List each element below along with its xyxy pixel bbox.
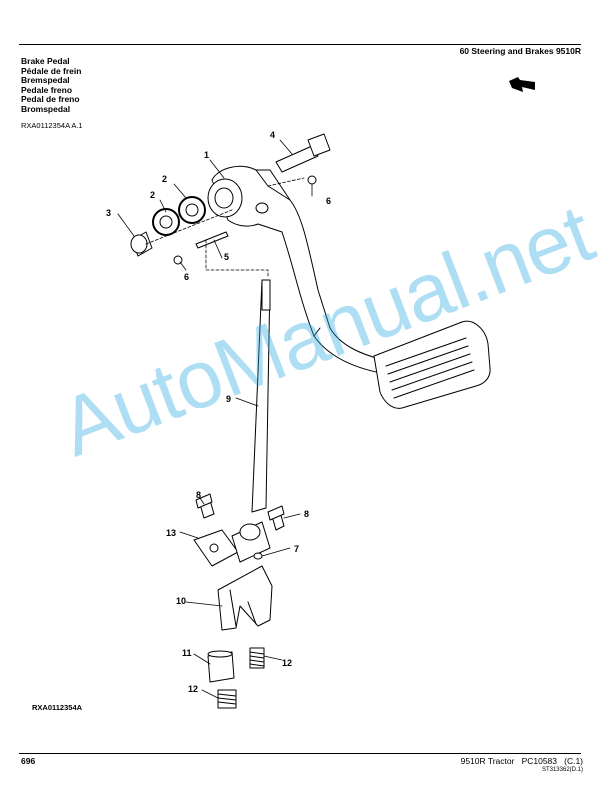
footer-catalog: PC10583 [521, 756, 558, 766]
title-fr: Pédale de frein [21, 65, 82, 76]
title-block: Brake Pedal Pédale de frein Bremspedal P… [21, 56, 82, 115]
figure-id: RXA0112354A [32, 703, 83, 712]
footer-revision: (C.1) [564, 756, 583, 766]
callout-2b: 2 [150, 190, 155, 200]
callout-4: 4 [270, 130, 275, 140]
callout-6a: 6 [326, 196, 331, 206]
plunger-11 [207, 650, 235, 683]
callout-11: 11 [182, 648, 192, 658]
bearing-2-inner-bore [159, 215, 173, 229]
callout-9: 9 [226, 394, 231, 404]
footer-info: 9510R Tractor PC10583 (C.1) [461, 756, 583, 766]
callout-2a: 2 [162, 174, 167, 184]
assembly-lines [145, 177, 305, 279]
footer-model: 9510R Tractor [460, 756, 515, 766]
reference-code: RXA0112354A A.1 [21, 121, 83, 130]
callout-3: 3 [106, 208, 111, 218]
title-es: Pedal de freno [21, 94, 80, 105]
spring-12-right [249, 647, 265, 669]
leader-lines [117, 139, 313, 699]
pedal-hub-bore [214, 187, 234, 209]
doc-code: ST313362(D.1) [541, 767, 583, 773]
bearing-2-outer-bore [185, 203, 199, 217]
bolt-4 [275, 133, 331, 173]
callout-1: 1 [204, 150, 209, 160]
nut-6-upper [307, 175, 317, 185]
footer-rule [19, 753, 581, 754]
clevis-10 [217, 565, 273, 631]
callout-12b: 12 [188, 684, 198, 694]
pin-5 [195, 231, 229, 249]
bracket-7 [231, 521, 271, 563]
bolt-8-right [267, 505, 285, 531]
callout-8b: 8 [304, 509, 309, 519]
page-number: 696 [21, 756, 36, 766]
title-it: Pedale freno [21, 84, 73, 95]
header-rule [19, 44, 581, 45]
pedal-pad [373, 320, 491, 409]
callout-8a: 8 [196, 490, 201, 500]
rod-9 [251, 279, 271, 513]
callout-13: 13 [166, 528, 176, 538]
title-sv: Bromspedal [21, 103, 71, 114]
callout-6b: 6 [184, 272, 189, 282]
section-title: 60 Steering and Brakes 9510R [459, 46, 581, 56]
callout-5: 5 [224, 252, 229, 262]
title-de: Bremspedal [21, 75, 70, 86]
arrow-icon [509, 77, 535, 92]
title-en: Brake Pedal [21, 56, 70, 66]
arm-boss [255, 202, 269, 214]
spring-12-lower [217, 689, 237, 709]
callout-7: 7 [294, 544, 299, 554]
callout-10: 10 [176, 596, 186, 606]
bolt-8-left [195, 493, 215, 519]
callout-12a: 12 [282, 658, 292, 668]
bushing-3 [130, 231, 153, 257]
